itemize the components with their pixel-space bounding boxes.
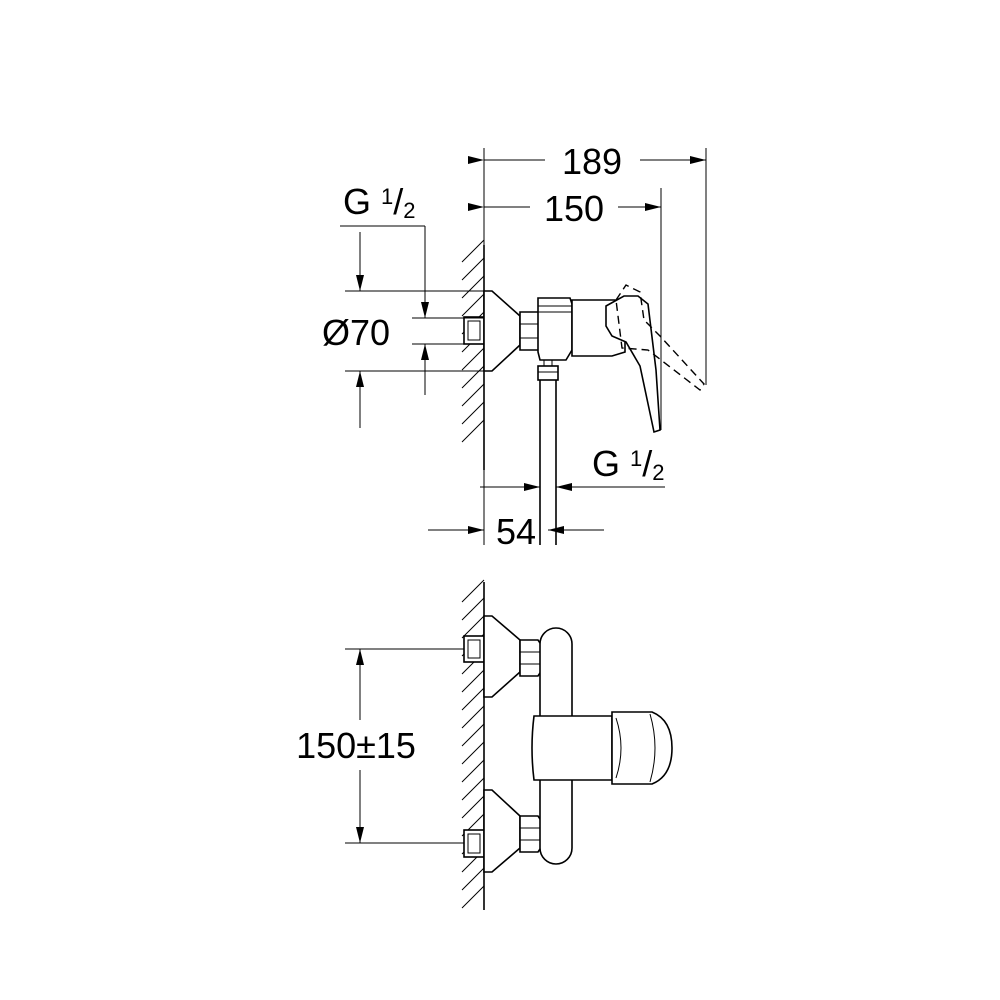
lever-handle: [605, 295, 661, 434]
dim-189: 189: [562, 141, 622, 182]
front-view: 150±15: [296, 579, 673, 910]
dim-150-tolerance: 150±15: [296, 725, 416, 766]
lower-hex-nut: [519, 815, 543, 853]
outlet-coupling: [537, 365, 559, 381]
rosette: [483, 290, 521, 372]
dim-54: 54: [496, 511, 536, 552]
outlet-thread-label: G 1/2: [592, 443, 665, 485]
side-view: 189 150 G 1/2 Ø70 G 1/2 54: [322, 141, 707, 552]
upper-rosette: [483, 615, 521, 698]
dim-150: 150: [544, 188, 604, 229]
mixer-body: [537, 297, 573, 361]
upper-hex-nut: [519, 639, 543, 677]
lower-rosette: [483, 789, 521, 873]
dim-diameter-70: Ø70: [322, 312, 390, 353]
inlet-thread-label: G 1/2: [343, 181, 416, 223]
cartridge-housing: [531, 715, 613, 781]
lever-front: [611, 711, 673, 785]
wall-hatch-bottom: [461, 579, 485, 909]
lever-alt-position: [615, 284, 705, 392]
